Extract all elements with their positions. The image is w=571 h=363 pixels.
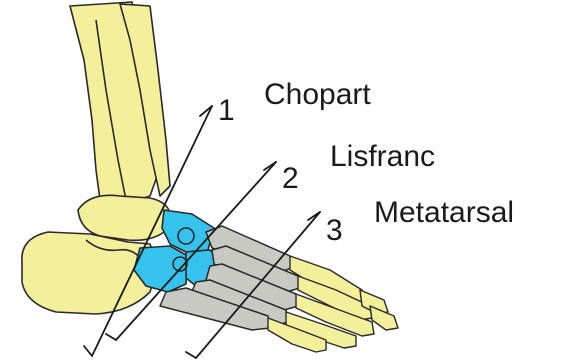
line-number-2: 2 bbox=[282, 162, 299, 195]
label-chopart: Chopart bbox=[264, 78, 371, 111]
label-lisfranc: Lisfranc bbox=[330, 140, 435, 173]
metatarsal-line-hook-bottom bbox=[186, 352, 196, 358]
line-number-1: 1 bbox=[218, 94, 235, 127]
line-number-3: 3 bbox=[326, 214, 343, 247]
amputation-labels: 1 Chopart 2 Lisfranc 3 Metatarsal bbox=[218, 78, 514, 247]
leg-bones bbox=[70, 2, 170, 206]
label-metatarsal: Metatarsal bbox=[374, 196, 514, 229]
lisfranc-line-hook-bottom bbox=[106, 334, 116, 340]
chopart-line-hook-bottom bbox=[84, 346, 92, 356]
